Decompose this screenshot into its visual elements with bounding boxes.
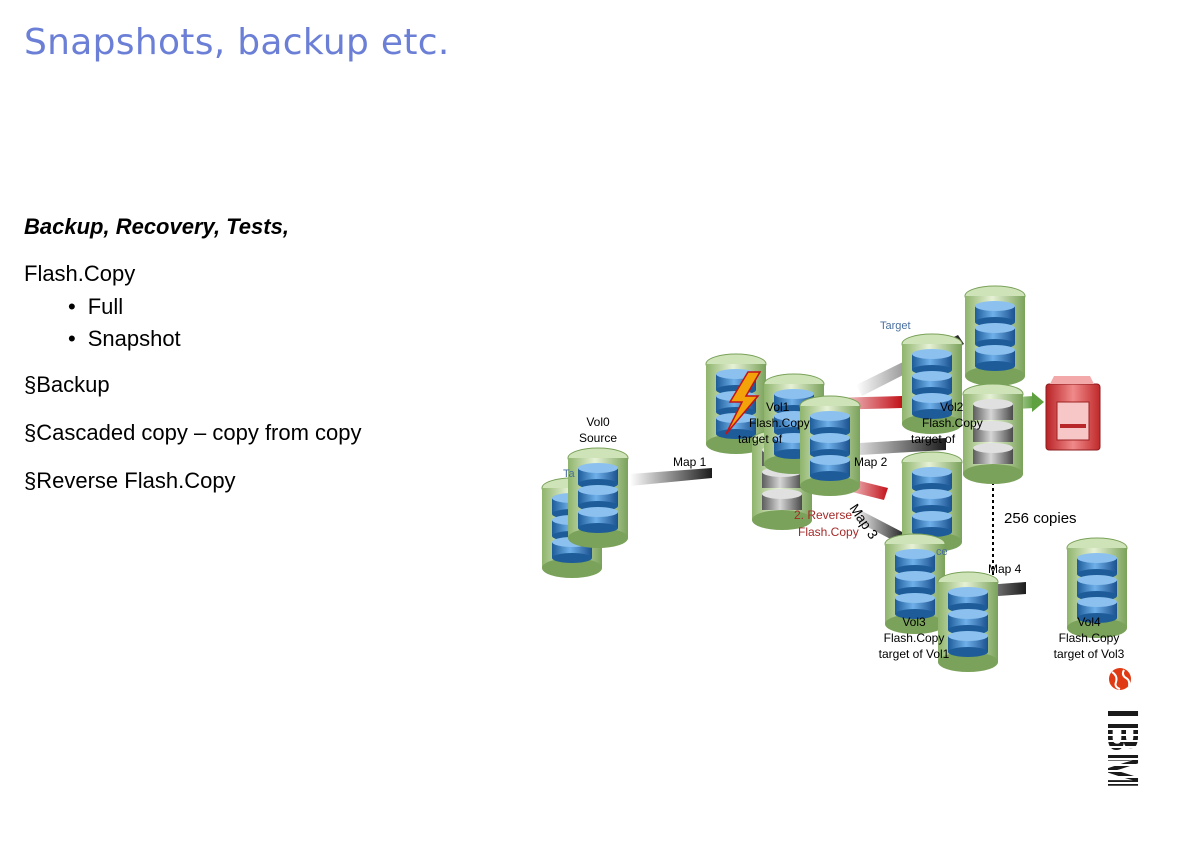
label-map1: Map 1	[673, 455, 707, 469]
label-256-copies: 256 copies	[1004, 510, 1077, 527]
flashcopy-type-full: Full	[68, 292, 181, 324]
flashcopy-type-list: Full Snapshot	[68, 292, 181, 356]
vol0-role: Source	[579, 431, 617, 445]
reverse-line1: 2. Reverse	[794, 508, 852, 522]
arrow-green-head	[1032, 392, 1044, 412]
vol3-role: Flash.Copy	[884, 631, 945, 645]
lightning-icon	[725, 371, 762, 435]
vol2-detail: target of	[911, 432, 956, 446]
vol1-detail: target of	[738, 432, 783, 446]
arrow-map2	[842, 438, 946, 456]
label-map2: Map 2	[854, 455, 888, 469]
disk-grey-right	[962, 383, 1024, 485]
vol1-role: Flash.Copy	[749, 416, 810, 430]
label-source-fragment: ce	[936, 546, 948, 558]
backup-media-icon	[1045, 376, 1101, 451]
feature-cascaded-copy: Cascaded copy – copy from copy	[24, 418, 361, 466]
feature-reverse-flashcopy: Reverse Flash.Copy	[24, 466, 362, 514]
vol4-role: Flash.Copy	[1059, 631, 1120, 645]
vol2-name: Vol2	[940, 400, 964, 414]
vol4-detail: target of Vol3	[1054, 647, 1125, 661]
feature-backup: Backup	[24, 370, 362, 418]
label-map4: Map 4	[988, 562, 1022, 576]
vol3-name: Vol3	[902, 615, 926, 629]
subtitle: Backup, Recovery, Tests,	[24, 214, 289, 239]
flashcopy-heading: Flash.Copy	[24, 261, 136, 286]
smarter-planet-icon	[1109, 668, 1131, 690]
disk-vol1-front	[799, 395, 861, 497]
vol2-role: Flash.Copy	[922, 416, 983, 430]
disk-vol0-source	[567, 447, 629, 549]
page-title: Snapshots, backup etc.	[24, 22, 450, 63]
vol1-name: Vol1	[766, 400, 790, 414]
arrow-map1	[630, 468, 712, 486]
arrow-map3	[854, 510, 906, 544]
disk-target-top	[964, 285, 1026, 387]
label-target-fragment: Ta	[563, 468, 576, 480]
vol3-detail: target of Vol1	[879, 647, 950, 661]
vol4-name: Vol4	[1077, 615, 1101, 629]
reverse-line2: Flash.Copy	[798, 525, 859, 539]
vol0-name: Vol0	[586, 415, 610, 429]
label-target-top: Target	[880, 320, 911, 332]
ibm-logo: IBM	[1098, 708, 1147, 790]
feature-list: Backup Cascaded copy – copy from copy Re…	[24, 370, 362, 514]
flashcopy-type-snapshot: Snapshot	[68, 324, 181, 356]
svg-text:IBM: IBM	[1098, 708, 1147, 789]
